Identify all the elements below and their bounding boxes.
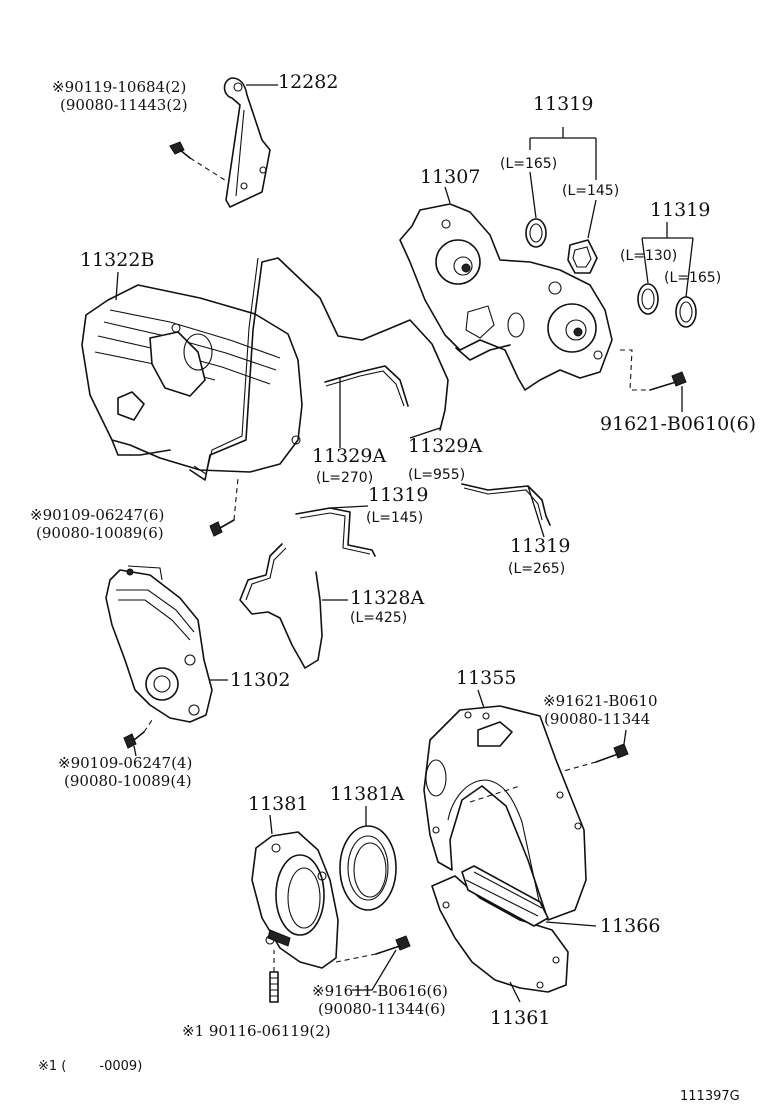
label-11302: 11302: [230, 669, 290, 691]
label-11319-top-len2: (L=145): [562, 183, 619, 199]
label-11329a-2-len: (L=955): [408, 467, 465, 483]
stud-90116: [269, 950, 279, 1003]
label-ref-90119: ※90119-10684(2): [52, 78, 186, 96]
label-ref-91621-bottom: ※91621-B0610: [543, 692, 658, 710]
leader-11319-right: [641, 222, 694, 298]
label-ref-90109-bottom: ※90109-06247(4): [58, 754, 192, 772]
seal-11319-mid: [295, 507, 376, 557]
label-ref-90116: ※1 90116-06119(2): [182, 1022, 331, 1040]
label-91621-right: 91621-B0610(6): [600, 413, 756, 435]
label-ref-90080-11344-right: (90080-11344: [544, 710, 650, 728]
label-ref-90080-10089-top: (90080-10089(6): [36, 524, 164, 542]
seal-11328a: [239, 543, 323, 669]
label-11307: 11307: [420, 166, 480, 188]
label-11319-right-len2: (L=165): [664, 270, 721, 286]
label-11329a-1-len: (L=270): [316, 470, 373, 486]
label-11329a-1: 11329A: [312, 445, 386, 467]
label-12282: 12282: [278, 71, 338, 93]
leader-11319-low: [527, 485, 545, 538]
footnote: ※1 ( -0009): [38, 1059, 142, 1074]
leader-11361: [509, 981, 521, 1003]
leader-11319-mid: [329, 505, 369, 509]
leader-11329a-2: [409, 427, 441, 439]
label-11361: 11361: [490, 1007, 550, 1029]
label-11381a: 11381A: [330, 783, 404, 805]
leader-11381: [269, 814, 273, 835]
bracket-12282: [223, 77, 271, 208]
label-11319-right: 11319: [650, 199, 710, 221]
label-11328a-len: (L=425): [350, 610, 407, 626]
label-11355: 11355: [456, 667, 516, 689]
seal-11319-low: [461, 483, 551, 526]
label-ref-90080-10089-bottom: (90080-10089(4): [64, 772, 192, 790]
seal-11329a-long: [189, 257, 449, 481]
leader-11322b: [115, 271, 119, 301]
bolt-90109-top: [209, 477, 239, 537]
gasket-11319-top: [525, 218, 598, 274]
bolt-91621-right: [620, 349, 687, 412]
label-ref-90109-top: ※90109-06247(6): [30, 506, 164, 524]
label-11322b: 11322B: [80, 249, 154, 271]
retainer-11381: [251, 831, 339, 969]
bolt-90109-bottom: [123, 719, 153, 757]
cover-11322b: [81, 284, 303, 473]
cover-11302: [105, 565, 213, 723]
label-ref-90080-11443: (90080-11443(2): [60, 96, 188, 114]
rail-11366: [461, 865, 549, 927]
diagram-id: 111397G: [680, 1089, 740, 1104]
bolt-91611: [335, 935, 411, 991]
label-ref-90080-11344-bottom: (90080-11344(6): [318, 1000, 446, 1018]
plate-11361: [431, 875, 569, 993]
label-11319-top-len1: (L=165): [500, 156, 557, 172]
seal-11329a-short: [324, 365, 409, 407]
label-11319-top: 11319: [533, 93, 593, 115]
bolt-90119: [169, 141, 229, 183]
label-11319-mid: 11319: [368, 484, 428, 506]
label-11319-right-len1: (L=130): [620, 248, 677, 264]
bolt-91621-bottom: [469, 729, 629, 803]
leader-11355: [477, 689, 485, 709]
leader-11319-top: [529, 127, 597, 239]
oil-seal-11381a: [339, 825, 397, 911]
plate-11355: [423, 705, 587, 921]
label-11366: 11366: [600, 915, 660, 937]
label-11319-low: 11319: [510, 535, 570, 557]
label-ref-91611: ※91611-B0616(6): [312, 982, 448, 1000]
timing-cover-11307: [399, 203, 613, 391]
leader-11307: [444, 186, 451, 204]
leader-11366: [545, 921, 597, 927]
label-11319-low-len: (L=265): [508, 561, 565, 577]
label-11328a: 11328A: [350, 587, 424, 609]
label-11381: 11381: [248, 793, 308, 815]
label-11329a-2: 11329A: [408, 435, 482, 457]
label-11319-mid-len: (L=145): [366, 510, 423, 526]
